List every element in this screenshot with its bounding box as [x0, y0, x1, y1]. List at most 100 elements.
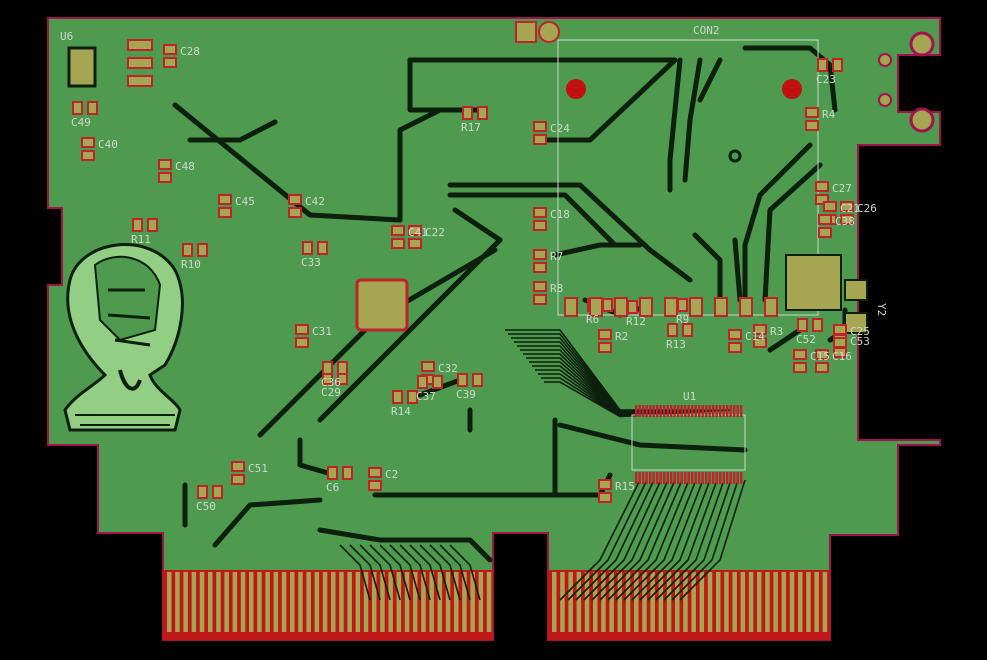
edge-finger[interactable]	[167, 572, 172, 632]
edge-finger[interactable]	[584, 572, 590, 632]
component-c40[interactable]	[81, 137, 95, 161]
edge-finger[interactable]	[175, 572, 180, 632]
component-r2[interactable]	[598, 329, 612, 353]
smd-pad[interactable]	[664, 297, 678, 317]
edge-finger[interactable]	[773, 572, 778, 632]
component-c39[interactable]	[457, 373, 483, 387]
edge-finger[interactable]	[314, 572, 320, 632]
edge-finger[interactable]	[306, 572, 311, 632]
edge-finger[interactable]	[699, 572, 705, 632]
component-c23[interactable]	[817, 58, 843, 72]
edge-finger[interactable]	[281, 572, 287, 632]
edge-finger[interactable]	[798, 572, 803, 632]
ic-u1[interactable]	[631, 405, 746, 484]
component-c25[interactable]	[833, 324, 847, 348]
component-c41[interactable]	[391, 225, 405, 249]
component-r15[interactable]	[598, 479, 612, 503]
component-c28[interactable]	[163, 44, 177, 68]
edge-finger[interactable]	[216, 572, 221, 632]
edge-finger[interactable]	[707, 572, 713, 632]
edge-finger[interactable]	[642, 572, 647, 632]
component-c49[interactable]	[72, 101, 98, 115]
edge-finger[interactable]	[298, 572, 303, 632]
component-r11[interactable]	[132, 218, 158, 232]
edge-finger[interactable]	[625, 572, 631, 632]
edge-finger[interactable]	[814, 572, 819, 632]
edge-finger[interactable]	[560, 572, 565, 632]
edge-finger[interactable]	[445, 572, 451, 632]
component-c26[interactable]	[840, 201, 854, 225]
edge-finger[interactable]	[822, 572, 828, 632]
edge-finger[interactable]	[363, 572, 369, 632]
edge-finger[interactable]	[183, 572, 188, 632]
edge-finger[interactable]	[257, 572, 262, 632]
crystal-pad[interactable]	[844, 312, 868, 334]
edge-finger[interactable]	[437, 572, 443, 632]
smd-pad[interactable]	[739, 297, 753, 317]
edge-finger[interactable]	[240, 572, 246, 632]
edge-finger[interactable]	[454, 572, 459, 632]
edge-finger[interactable]	[601, 572, 606, 632]
component-c22[interactable]	[408, 225, 422, 249]
edge-finger[interactable]	[191, 572, 197, 632]
edge-finger[interactable]	[732, 572, 737, 632]
component-c48[interactable]	[158, 159, 172, 183]
edge-finger[interactable]	[748, 572, 754, 632]
component-r4[interactable]	[805, 107, 819, 131]
edge-finger[interactable]	[249, 572, 254, 632]
edge-finger[interactable]	[757, 572, 762, 632]
edge-finger[interactable]	[576, 572, 582, 632]
component-r13[interactable]	[667, 323, 693, 337]
pad-con-top[interactable]	[515, 21, 537, 43]
component-c51[interactable]	[231, 461, 245, 485]
ic-u6-pad[interactable]	[127, 75, 153, 87]
component-c36[interactable]	[322, 361, 348, 375]
component-c52[interactable]	[797, 318, 823, 332]
edge-finger[interactable]	[478, 572, 484, 632]
edge-finger[interactable]	[617, 572, 623, 632]
crystal-pad[interactable]	[844, 279, 868, 301]
edge-finger[interactable]	[339, 572, 344, 632]
edge-finger[interactable]	[224, 572, 229, 632]
edge-finger[interactable]	[462, 572, 467, 632]
edge-finger[interactable]	[691, 572, 696, 632]
component-r10[interactable]	[182, 243, 208, 257]
edge-finger[interactable]	[404, 572, 410, 632]
edge-finger[interactable]	[208, 572, 213, 632]
component-r3[interactable]	[753, 324, 767, 348]
edge-finger[interactable]	[552, 572, 557, 632]
mounting-hole[interactable]	[566, 79, 586, 99]
edge-finger[interactable]	[806, 572, 811, 632]
edge-finger[interactable]	[740, 572, 746, 632]
edge-finger[interactable]	[789, 572, 795, 632]
smd-pad[interactable]	[714, 297, 728, 317]
smd-pad[interactable]	[764, 297, 778, 317]
edge-finger[interactable]	[470, 572, 475, 632]
edge-finger[interactable]	[273, 572, 279, 632]
edge-finger[interactable]	[355, 572, 361, 632]
ic-u6-pad[interactable]	[127, 57, 153, 69]
edge-finger[interactable]	[322, 572, 328, 632]
edge-finger[interactable]	[388, 572, 393, 632]
edge-finger[interactable]	[199, 572, 205, 632]
component-c16[interactable]	[815, 349, 829, 373]
edge-finger[interactable]	[380, 572, 385, 632]
edge-finger[interactable]	[765, 572, 770, 632]
component-c15[interactable]	[793, 349, 807, 373]
ic-u6-body[interactable]	[67, 46, 97, 88]
edge-finger[interactable]	[568, 572, 573, 632]
mounting-hole[interactable]	[782, 79, 802, 99]
edge-finger[interactable]	[634, 572, 639, 632]
edge-finger[interactable]	[683, 572, 688, 632]
edge-finger[interactable]	[781, 572, 787, 632]
component-c27[interactable]	[815, 181, 829, 205]
smd-pad[interactable]	[639, 297, 653, 317]
edge-finger[interactable]	[609, 572, 614, 632]
smd-pad[interactable]	[564, 297, 578, 317]
edge-finger[interactable]	[372, 572, 377, 632]
edge-finger[interactable]	[666, 572, 672, 632]
component-c42[interactable]	[288, 194, 302, 218]
smd-pad[interactable]	[689, 297, 703, 317]
component-c6[interactable]	[327, 466, 353, 480]
